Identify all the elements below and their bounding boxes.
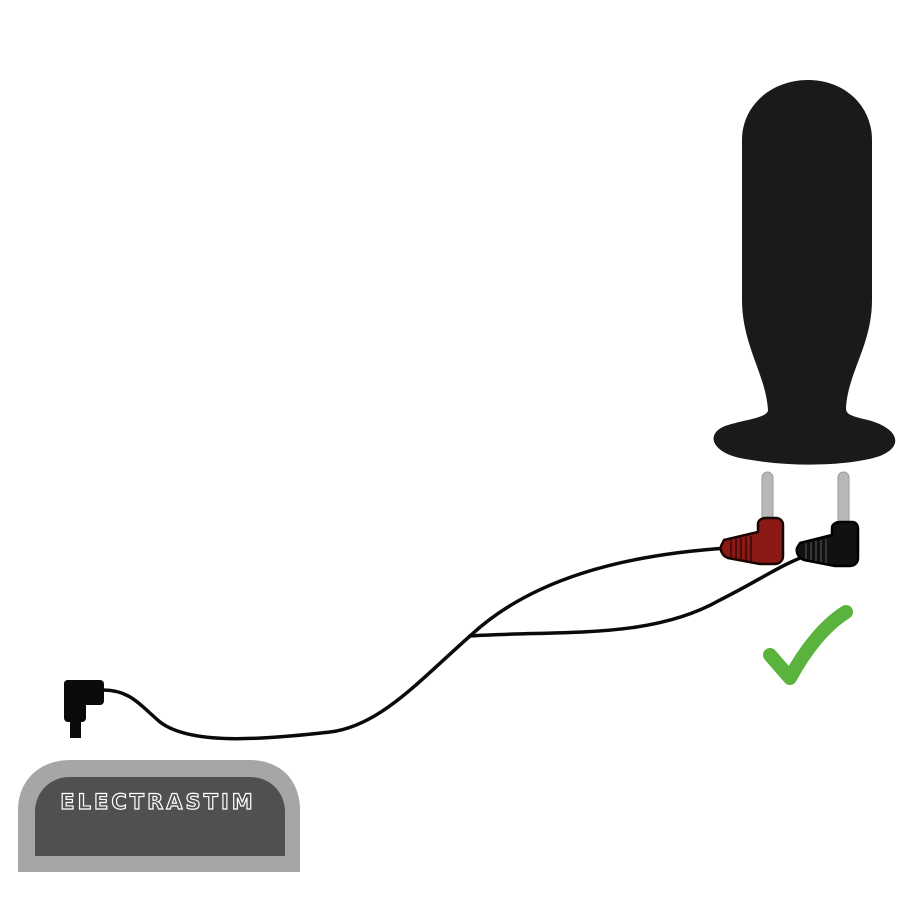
black-connector-icon — [795, 520, 860, 568]
red-connector-icon — [719, 516, 785, 566]
brand-label: ELECTRASTIM — [60, 790, 255, 814]
box-jack-connector-icon — [64, 680, 104, 738]
split-cable — [101, 546, 810, 741]
control-box: ELECTRASTIM — [18, 760, 300, 872]
check-mark-icon — [763, 605, 853, 685]
electrode-plug-icon — [713, 80, 896, 465]
